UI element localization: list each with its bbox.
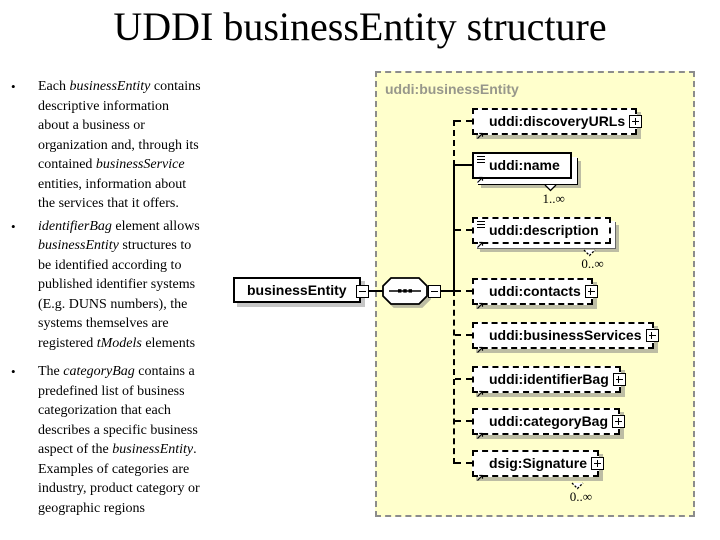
connector-line xyxy=(455,120,472,122)
content-lines-icon xyxy=(477,156,485,164)
element-box: uddi:description 0..∞ xyxy=(472,217,611,271)
element-box: uddi:categoryBag xyxy=(472,408,626,439)
connector-line xyxy=(455,462,472,464)
expand-icon[interactable] xyxy=(584,285,598,298)
element-label: uddi:categoryBag xyxy=(489,413,609,429)
element-box: dsig:Signature 0..∞ xyxy=(472,450,605,504)
connector-line xyxy=(455,334,472,336)
element-label: uddi:contacts xyxy=(489,283,581,299)
bullet-item: • The categoryBag contains a predefined l… xyxy=(8,362,236,518)
element-arrow-icon xyxy=(476,124,485,139)
connector-line xyxy=(455,420,472,422)
bullet-marker: • xyxy=(11,218,16,234)
root-element-label: businessEntity xyxy=(247,282,347,298)
trunk-line xyxy=(453,120,455,166)
bullet-marker: • xyxy=(11,79,16,94)
connector-line xyxy=(368,290,384,292)
element-arrow-icon xyxy=(476,424,485,439)
slide-title: UDDI businessEntity structure xyxy=(113,4,607,49)
trunk-line xyxy=(453,290,455,464)
element-label: uddi:identifierBag xyxy=(489,371,609,387)
root-element-box: businessEntity xyxy=(233,277,361,303)
occurs-label: 0..∞ xyxy=(569,489,593,504)
trunk-line xyxy=(453,164,455,292)
expand-icon[interactable] xyxy=(629,115,643,128)
content-lines-icon xyxy=(477,221,485,229)
sequence-icon xyxy=(382,277,428,305)
element-box: uddi:identifierBag xyxy=(472,366,626,397)
expand-icon[interactable] xyxy=(612,415,626,428)
element-arrow-icon xyxy=(476,338,485,353)
element-box: uddi:businessServices xyxy=(472,322,659,353)
connector-line xyxy=(440,290,454,292)
element-arrow-icon xyxy=(476,382,485,397)
connector-line xyxy=(455,164,472,166)
expand-icon[interactable] xyxy=(591,457,605,470)
connector-line xyxy=(455,290,472,292)
bullet-text: The categoryBag contains a predefined li… xyxy=(38,364,200,516)
bullet-list: • Each businessEntity contains descriptiv… xyxy=(8,77,236,521)
bullet-marker: • xyxy=(11,364,16,379)
connector-line xyxy=(455,378,472,380)
occurs-label: 0..∞ xyxy=(581,256,604,271)
connector-line xyxy=(455,229,472,231)
repeat-chevron-icon xyxy=(583,241,596,257)
element-label: uddi:businessServices xyxy=(489,327,642,343)
repeat-chevron-icon xyxy=(544,176,557,192)
element-arrow-icon xyxy=(476,294,485,309)
element-label: uddi:discoveryURLs xyxy=(489,113,626,129)
repeat-chevron-icon xyxy=(571,474,584,490)
element-label: uddi:name xyxy=(489,157,560,173)
occurs-label: 1..∞ xyxy=(542,191,565,206)
schema-panel-label: uddi:businessEntity xyxy=(385,81,519,97)
element-box: uddi:contacts xyxy=(472,278,598,309)
bullet-item: • Each businessEntity contains descriptiv… xyxy=(8,77,236,214)
element-box: uddi:discoveryURLs xyxy=(472,108,643,139)
element-label: uddi:description xyxy=(489,222,599,238)
expand-icon[interactable] xyxy=(612,373,626,386)
bullet-text: Each businessEntity contains descriptive… xyxy=(38,79,201,211)
expand-icon[interactable] xyxy=(645,329,659,342)
element-label: dsig:Signature xyxy=(489,455,588,471)
element-arrow-icon xyxy=(476,168,485,183)
element-arrow-icon xyxy=(476,466,485,481)
bullet-text: identifierBag element allows businessEnt… xyxy=(38,218,200,351)
bullet-item: • identifierBag element allows businessEn… xyxy=(8,217,236,354)
element-arrow-icon xyxy=(476,233,485,248)
element-box: uddi:name 1..∞ xyxy=(472,152,572,206)
